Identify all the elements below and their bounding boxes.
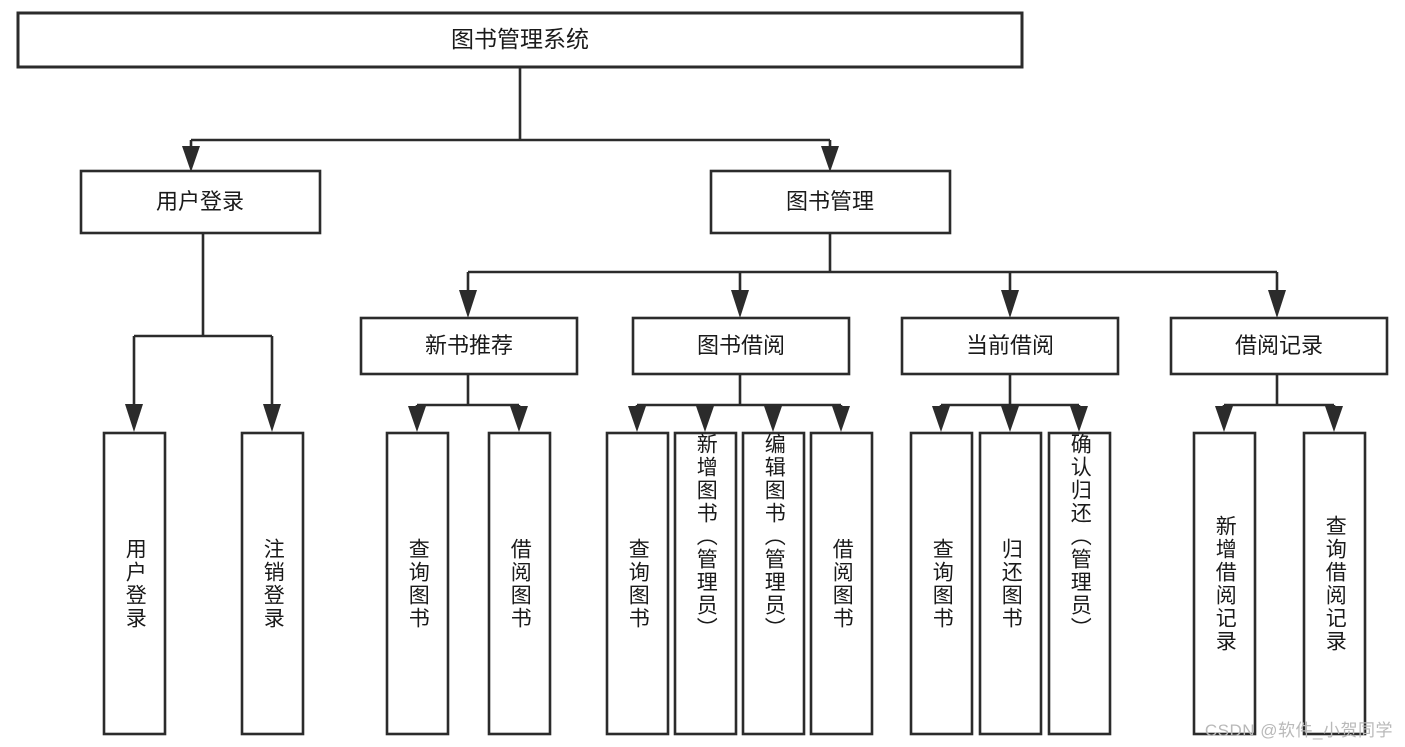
node-book-borrow-box[interactable] (631, 316, 851, 376)
node-new-book-recommend-label: 新书推荐 (425, 333, 513, 358)
arrow-head-borrow-record-leaf-2 (1325, 406, 1343, 432)
arrow-head-user-login-leaf-1 (125, 404, 143, 432)
node-current-borrow-label: 当前借阅 (966, 333, 1054, 358)
leaf-box-current-borrow-1[interactable] (909, 431, 974, 736)
node-book-management-label: 图书管理 (786, 189, 874, 214)
leaf-box-user-login-1[interactable] (102, 431, 167, 736)
connector-user-login-to-leaves (132, 234, 274, 404)
leaf-box-book-borrow-1[interactable] (605, 431, 670, 736)
leaf-box-book-borrow-3[interactable] (741, 431, 806, 736)
leaf-box-book-borrow-4[interactable] (809, 431, 874, 736)
node-book-management-box[interactable] (709, 169, 952, 235)
arrow-head-book-borrow-leaf-1 (628, 406, 646, 432)
arrow-head-to-book-management (821, 146, 839, 172)
node-book-borrow[interactable]: 图书借阅 (631, 316, 851, 376)
connector-book-management-to-level3 (466, 234, 1279, 290)
node-root-system-box[interactable] (16, 11, 1024, 69)
leaf-box-user-login-2[interactable] (240, 431, 305, 736)
leaf-box-borrow-record-1[interactable] (1192, 431, 1257, 736)
node-root-system-label: 图书管理系统 (451, 26, 589, 52)
arrow-head-current-borrow-leaf-2 (1001, 406, 1019, 432)
arrow-head-to-current-borrow (1001, 290, 1019, 318)
node-book-borrow-label: 图书借阅 (697, 333, 785, 358)
arrow-head-to-user-login (182, 146, 200, 172)
connector-book-borrow-to-leaves (635, 374, 843, 412)
csdn-watermark: CSDN @软件_小贺同学 (1204, 721, 1393, 740)
arrow-head-new-book-leaf-1 (408, 406, 426, 432)
arrow-head-new-book-leaf-2 (510, 406, 528, 432)
node-borrow-record-label: 借阅记录 (1235, 333, 1323, 358)
arrow-head-book-borrow-leaf-3 (764, 406, 782, 432)
leaf-box-new-book-2[interactable] (487, 431, 552, 736)
arrow-head-book-borrow-leaf-2 (696, 406, 714, 432)
leaf-box-book-borrow-2[interactable] (673, 431, 738, 736)
node-book-management[interactable]: 图书管理 (709, 169, 952, 235)
node-new-book-recommend-box[interactable] (359, 316, 579, 376)
arrow-head-borrow-record-leaf-1 (1215, 406, 1233, 432)
node-user-login-label: 用户登录 (156, 189, 244, 214)
node-borrow-record[interactable]: 借阅记录 (1169, 316, 1389, 376)
node-new-book-recommend[interactable]: 新书推荐 (359, 316, 579, 376)
leaf-box-current-borrow-3[interactable] (1047, 431, 1112, 736)
leaf-box-current-borrow-2[interactable] (978, 431, 1043, 736)
arrow-head-book-borrow-leaf-4 (832, 406, 850, 432)
node-user-login[interactable]: 用户登录 (79, 169, 322, 235)
connector-new-book-recommend-to-leaves (415, 374, 521, 412)
connector-root-to-level2 (189, 67, 832, 155)
arrow-head-user-login-leaf-2 (263, 404, 281, 432)
node-current-borrow[interactable]: 当前借阅 (900, 316, 1120, 376)
node-user-login-box[interactable] (79, 169, 322, 235)
arrow-head-to-book-borrow (731, 290, 749, 318)
arrow-head-current-borrow-leaf-1 (932, 406, 950, 432)
node-root-system[interactable]: 图书管理系统 (16, 11, 1024, 69)
node-borrow-record-box[interactable] (1169, 316, 1389, 376)
arrow-head-to-borrow-record (1268, 290, 1286, 318)
connector-borrow-record-to-leaves (1222, 374, 1336, 412)
leaf-box-new-book-1[interactable] (385, 431, 450, 736)
arrow-head-to-new-book-recommend (459, 290, 477, 318)
leaf-box-borrow-record-2[interactable] (1302, 431, 1367, 736)
node-current-borrow-box[interactable] (900, 316, 1120, 376)
arrow-head-current-borrow-leaf-3 (1070, 406, 1088, 432)
